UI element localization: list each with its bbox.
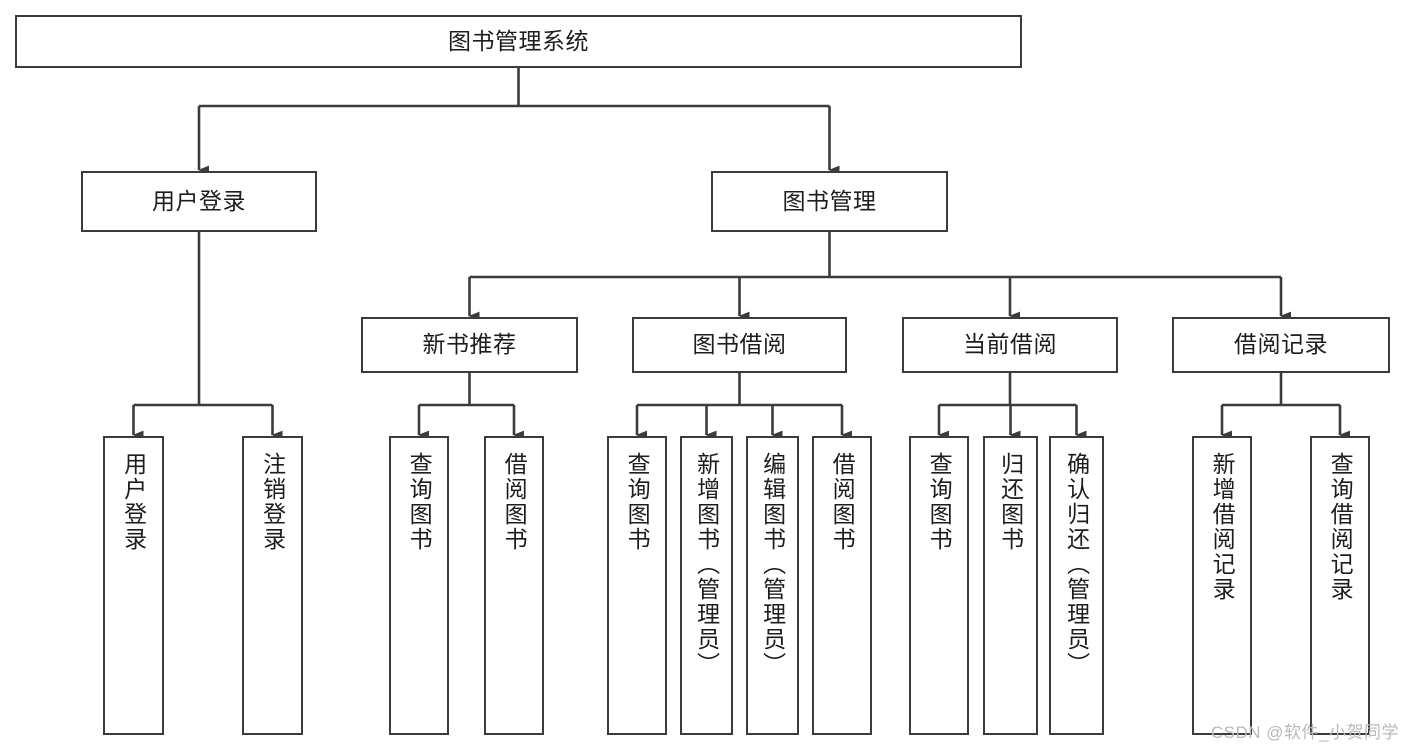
node-leaf-bor-lend: 借阅图书 [812, 436, 872, 735]
node-current-loan: 当前借阅 [902, 317, 1118, 373]
node-label: 新书推荐 [422, 331, 517, 358]
node-leaf-cur-query: 查询图书 [909, 436, 969, 735]
node-label: 借阅记录 [1234, 331, 1328, 358]
node-book-borrow: 图书借阅 [632, 317, 847, 373]
node-label: 查询图书 [624, 452, 651, 552]
node-leaf-rec-search: 查询借阅记录 [1310, 436, 1370, 735]
node-loan-record: 借阅记录 [1172, 317, 1390, 373]
node-label: 归还图书 [997, 452, 1024, 552]
node-leaf-rec-query: 查询图书 [389, 436, 449, 735]
node-label: 用户登录 [152, 187, 246, 214]
node-label: 编辑图书（管理员） [759, 452, 786, 677]
node-leaf-user-login: 用户登录 [103, 436, 164, 735]
node-label: 确认归还（管理员） [1063, 452, 1090, 677]
node-root: 图书管理系统 [15, 15, 1022, 68]
node-leaf-cur-confirm: 确认归还（管理员） [1049, 436, 1104, 735]
node-leaf-bor-edit: 编辑图书（管理员） [746, 436, 799, 735]
node-leaf-user-logout: 注销登录 [242, 436, 303, 735]
node-label: 图书管理系统 [448, 27, 589, 54]
node-label: 图书借阅 [692, 331, 787, 358]
node-label: 注销登录 [259, 452, 286, 552]
node-label: 借阅图书 [501, 452, 528, 552]
node-label: 图书管理 [782, 187, 877, 214]
node-leaf-bor-add: 新增图书（管理员） [680, 436, 733, 735]
node-label: 新增图书（管理员） [693, 452, 720, 677]
node-label: 借阅图书 [829, 452, 856, 552]
node-user-login: 用户登录 [81, 171, 317, 232]
node-label: 查询图书 [406, 452, 433, 552]
node-leaf-rec-add: 新增借阅记录 [1192, 436, 1252, 735]
node-book-mgmt: 图书管理 [711, 171, 948, 232]
node-leaf-rec-borrow: 借阅图书 [484, 436, 544, 735]
node-label: 查询借阅记录 [1327, 452, 1354, 602]
node-label: 新增借阅记录 [1209, 452, 1236, 602]
node-leaf-cur-return: 归还图书 [983, 436, 1038, 735]
node-leaf-bor-query: 查询图书 [607, 436, 667, 735]
csdn-watermark: CSDN @软件_小贺同学 [1210, 723, 1399, 742]
node-label: 用户登录 [120, 452, 147, 552]
node-new-book-rec: 新书推荐 [361, 317, 578, 373]
node-label: 当前借阅 [963, 331, 1057, 358]
node-label: 查询图书 [926, 452, 953, 552]
